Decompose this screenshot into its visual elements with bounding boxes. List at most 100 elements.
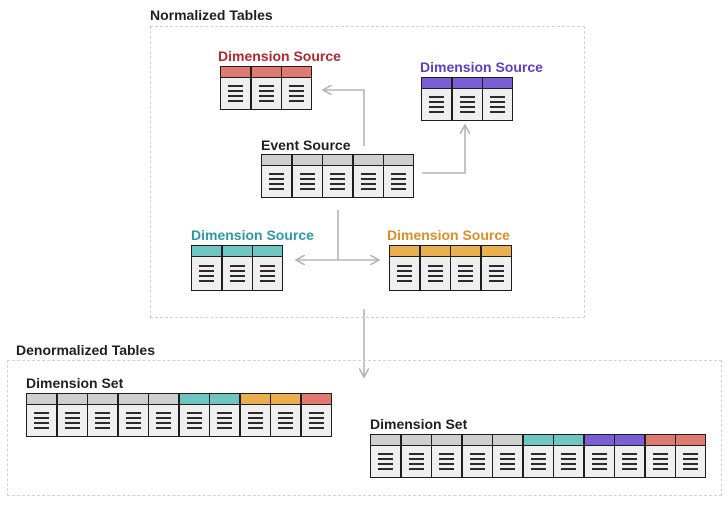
table-column [432, 435, 461, 477]
column-header [292, 155, 322, 166]
column-body-lines-icon [253, 257, 282, 290]
denormalized-tables-title: Denormalized Tables [16, 342, 156, 358]
table-column [271, 394, 300, 436]
column-body-lines-icon [584, 446, 614, 477]
column-header [422, 78, 451, 89]
column-body-lines-icon [271, 405, 300, 436]
table-column [554, 435, 583, 477]
table-column [584, 435, 614, 477]
dimension-set-1-title: Dimension Set [26, 375, 124, 391]
column-header [221, 67, 250, 78]
column-header [149, 394, 178, 405]
column-body-lines-icon [179, 405, 209, 436]
column-header [676, 435, 705, 446]
table-column [420, 246, 450, 290]
column-body-lines-icon [615, 446, 644, 477]
column-header [615, 435, 644, 446]
column-body-lines-icon [251, 78, 281, 109]
table-column [483, 78, 512, 120]
table-column [27, 394, 56, 436]
table-column [57, 394, 87, 436]
arrow-to-purple-dimension [422, 126, 465, 174]
table-column [401, 435, 431, 477]
column-body-lines-icon [301, 405, 331, 436]
column-header [481, 246, 511, 257]
dimension-source-purple-title: Dimension Source [420, 59, 543, 75]
column-body-lines-icon [353, 166, 383, 197]
column-header [253, 246, 282, 257]
column-header [432, 435, 461, 446]
column-body-lines-icon [57, 405, 87, 436]
table-column [645, 435, 675, 477]
column-header [420, 246, 450, 257]
column-header [462, 435, 492, 446]
column-header [523, 435, 553, 446]
column-header [390, 246, 419, 257]
column-body-lines-icon [149, 405, 178, 436]
column-header [483, 78, 512, 89]
column-header [210, 394, 239, 405]
table-column [192, 246, 221, 290]
dimension-source-orange-title: Dimension Source [387, 227, 510, 243]
column-body-lines-icon [422, 89, 451, 120]
table-column [371, 435, 400, 477]
column-body-lines-icon [292, 166, 322, 197]
table-column [253, 246, 282, 290]
column-body-lines-icon [262, 166, 291, 197]
dimension-source-red-title: Dimension Source [218, 48, 341, 64]
column-body-lines-icon [420, 257, 450, 290]
table-column [353, 155, 383, 197]
column-body-lines-icon [432, 446, 461, 477]
column-header [251, 67, 281, 78]
table-column [282, 67, 311, 109]
table-column [462, 435, 492, 477]
dimension-source-orange-table [389, 245, 512, 291]
column-body-lines-icon [323, 166, 352, 197]
column-body-lines-icon [192, 257, 221, 290]
table-column [481, 246, 511, 290]
column-body-lines-icon [493, 446, 522, 477]
normalized-tables-title: Normalized Tables [150, 7, 273, 23]
column-header [353, 155, 383, 166]
column-header [192, 246, 221, 257]
column-header [240, 394, 270, 405]
normalized-tables-region [150, 26, 585, 318]
column-header [584, 435, 614, 446]
column-header [179, 394, 209, 405]
column-body-lines-icon [390, 257, 419, 290]
column-body-lines-icon [371, 446, 400, 477]
column-body-lines-icon [523, 446, 553, 477]
column-body-lines-icon [462, 446, 492, 477]
column-body-lines-icon [210, 405, 239, 436]
table-column [179, 394, 209, 436]
table-column [493, 435, 522, 477]
table-column [390, 246, 419, 290]
dimension-set-1-table [26, 393, 332, 437]
table-column [118, 394, 148, 436]
column-header [301, 394, 331, 405]
column-header [371, 435, 400, 446]
column-body-lines-icon [645, 446, 675, 477]
column-header [271, 394, 300, 405]
table-column [88, 394, 117, 436]
column-header [451, 246, 480, 257]
column-body-lines-icon [483, 89, 512, 120]
column-body-lines-icon [451, 257, 480, 290]
dimension-set-2-table [370, 434, 706, 478]
table-column [523, 435, 553, 477]
column-header [554, 435, 583, 446]
table-column [451, 246, 480, 290]
event-source-title: Event Source [261, 137, 351, 153]
denormalized-tables-region [7, 360, 722, 496]
table-column [615, 435, 644, 477]
table-column [676, 435, 705, 477]
table-column [149, 394, 178, 436]
table-column [301, 394, 331, 436]
table-column [221, 67, 250, 109]
column-body-lines-icon [554, 446, 583, 477]
column-header [452, 78, 482, 89]
column-header [401, 435, 431, 446]
column-body-lines-icon [452, 89, 482, 120]
table-column [262, 155, 291, 197]
